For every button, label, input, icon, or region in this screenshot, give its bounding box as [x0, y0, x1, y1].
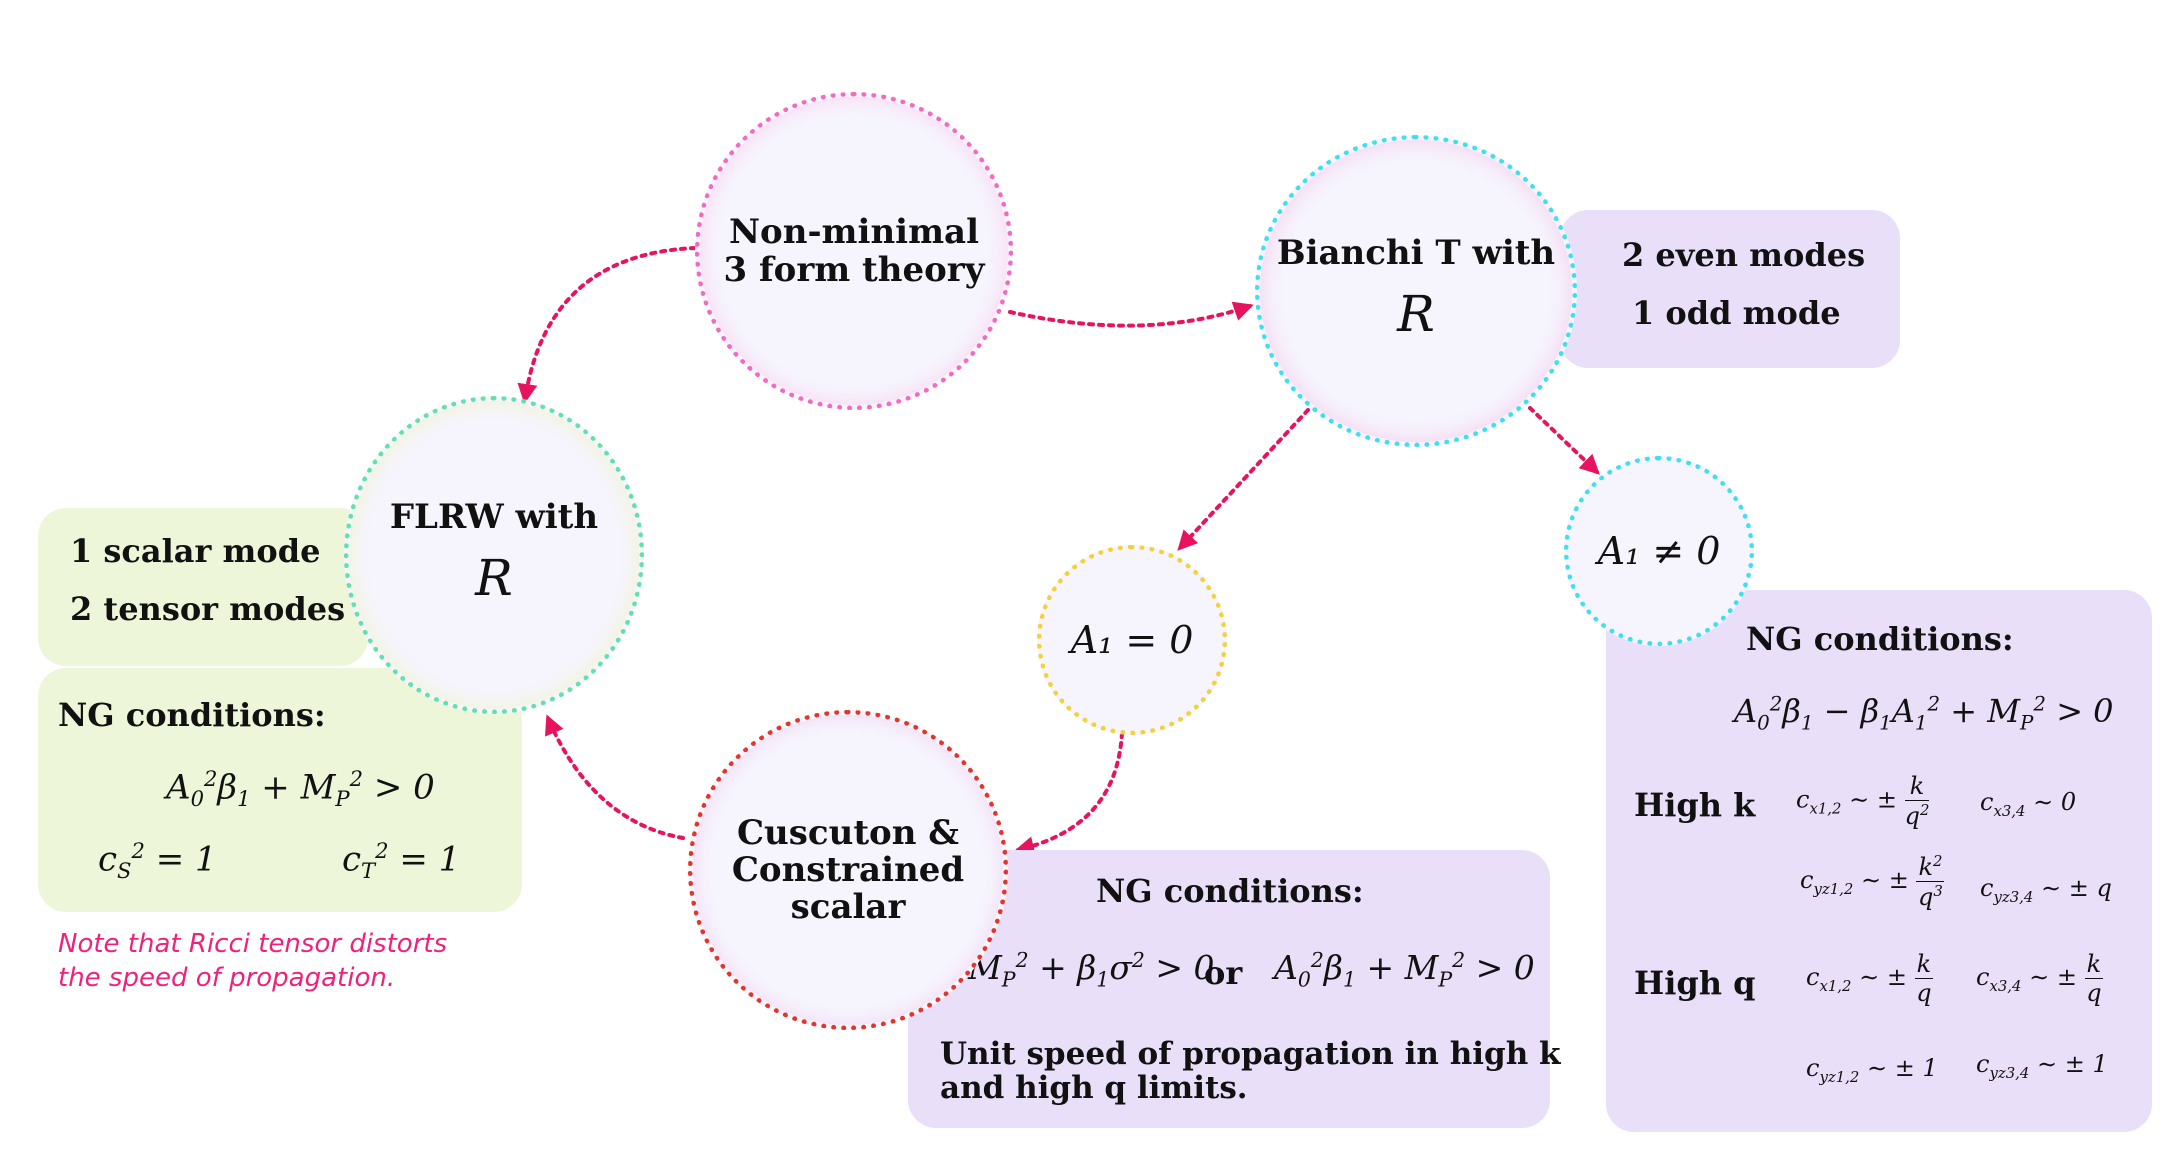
hk-cyz34: cyz3,4 ∼ ± q	[1980, 874, 2112, 906]
node-nonminimal: Non-minimal 3 form theory	[695, 92, 1013, 410]
node-bianchi: Bianchi T with R	[1255, 135, 1577, 447]
node-a1nonzero-label: A₁ ≠ 0	[1597, 529, 1721, 573]
flrw-modes-box: 1 scalar mode 2 tensor modes	[38, 508, 368, 666]
arrow-nonminimal-to-flrw	[517, 246, 697, 404]
arrow-a1zero-to-cuscuton	[1014, 731, 1124, 856]
a1nonzero-ng-box: NG conditions: A02β1 − β1A12 + MP2 > 0 H…	[1606, 590, 2152, 1132]
cuscuton-ng-cond-b: A02β1 + MP2 > 0	[1274, 948, 1535, 992]
cuscuton-ng-cond-a: MP2 + β1σ2 > 0	[968, 948, 1215, 992]
hk-cx34: cx3,4 ∼ 0	[1980, 788, 2077, 820]
node-a1zero-label: A₁ = 0	[1070, 618, 1194, 662]
node-flrw-symbol: R	[475, 549, 513, 607]
node-cuscuton-line3: scalar	[790, 886, 906, 927]
ricci-note-line2: the speed of propagation.	[58, 963, 396, 993]
flrw-ng-ct: cT2 = 1	[342, 838, 461, 884]
node-a1zero: A₁ = 0	[1037, 545, 1227, 735]
node-nonminimal-line2: 3 form theory	[723, 250, 985, 290]
flrw-ng-box: NG conditions: A02β1 + MP2 > 0 cS2 = 1 c…	[38, 668, 522, 912]
bianchi-mode-odd: 1 odd mode	[1632, 294, 1841, 332]
flrw-mode-scalar: 1 scalar mode	[70, 532, 321, 570]
ricci-note: Note that Ricci tensor distorts the spee…	[58, 927, 447, 995]
flrw-ng-condition: A02β1 + MP2 > 0	[166, 766, 435, 812]
node-flrw-line1: FLRW with	[389, 497, 599, 537]
node-flrw: FLRW with R	[344, 396, 644, 714]
cuscuton-unit-line1: Unit speed of propagation in high k	[940, 1036, 1561, 1072]
high-q-label: High q	[1634, 964, 1756, 1002]
cuscuton-ng-title: NG conditions:	[1096, 872, 1364, 910]
arrow-bianchi-to-a1nonzero	[1528, 406, 1600, 475]
bianchi-mode-even: 2 even modes	[1622, 236, 1866, 274]
a1nonzero-ng-title: NG conditions:	[1746, 620, 2014, 658]
arrow-cuscuton-to-flrw	[545, 714, 685, 840]
node-bianchi-symbol: R	[1397, 285, 1435, 343]
node-nonminimal-line1: Non-minimal	[728, 212, 980, 252]
flrw-ng-cs: cS2 = 1	[98, 838, 217, 884]
hq-cyz12: cyz1,2 ∼ ± 1	[1806, 1054, 1938, 1086]
hq-cyz34: cyz3,4 ∼ ± 1	[1976, 1050, 2108, 1082]
node-cuscuton: Cuscuton & Constrained scalar	[688, 710, 1008, 1030]
flrw-ng-title: NG conditions:	[58, 696, 326, 734]
node-cuscuton-line2: Constrained	[731, 849, 965, 890]
flrw-mode-tensor: 2 tensor modes	[70, 590, 346, 628]
cuscuton-ng-box: NG conditions: MP2 + β1σ2 > 0 or A02β1 +…	[908, 850, 1561, 1128]
arrow-bianchi-to-a1zero	[1177, 408, 1310, 551]
cuscuton-unit-line2: and high q limits.	[940, 1070, 1248, 1106]
high-k-label: High k	[1634, 786, 1756, 824]
node-cuscuton-line1: Cuscuton &	[737, 812, 959, 853]
a1nonzero-ng-condition: A02β1 − β1A12 + MP2 > 0	[1734, 692, 2114, 735]
node-bianchi-line1: Bianchi T with	[1276, 233, 1556, 273]
ricci-note-line1: Note that Ricci tensor distorts	[58, 929, 448, 959]
node-a1nonzero: A₁ ≠ 0	[1564, 456, 1754, 646]
bianchi-modes-box: 2 even modes 1 odd mode	[1560, 210, 1900, 368]
cuscuton-ng-or: or	[1204, 954, 1243, 992]
arrow-nonminimal-to-bianchi	[1008, 301, 1254, 328]
